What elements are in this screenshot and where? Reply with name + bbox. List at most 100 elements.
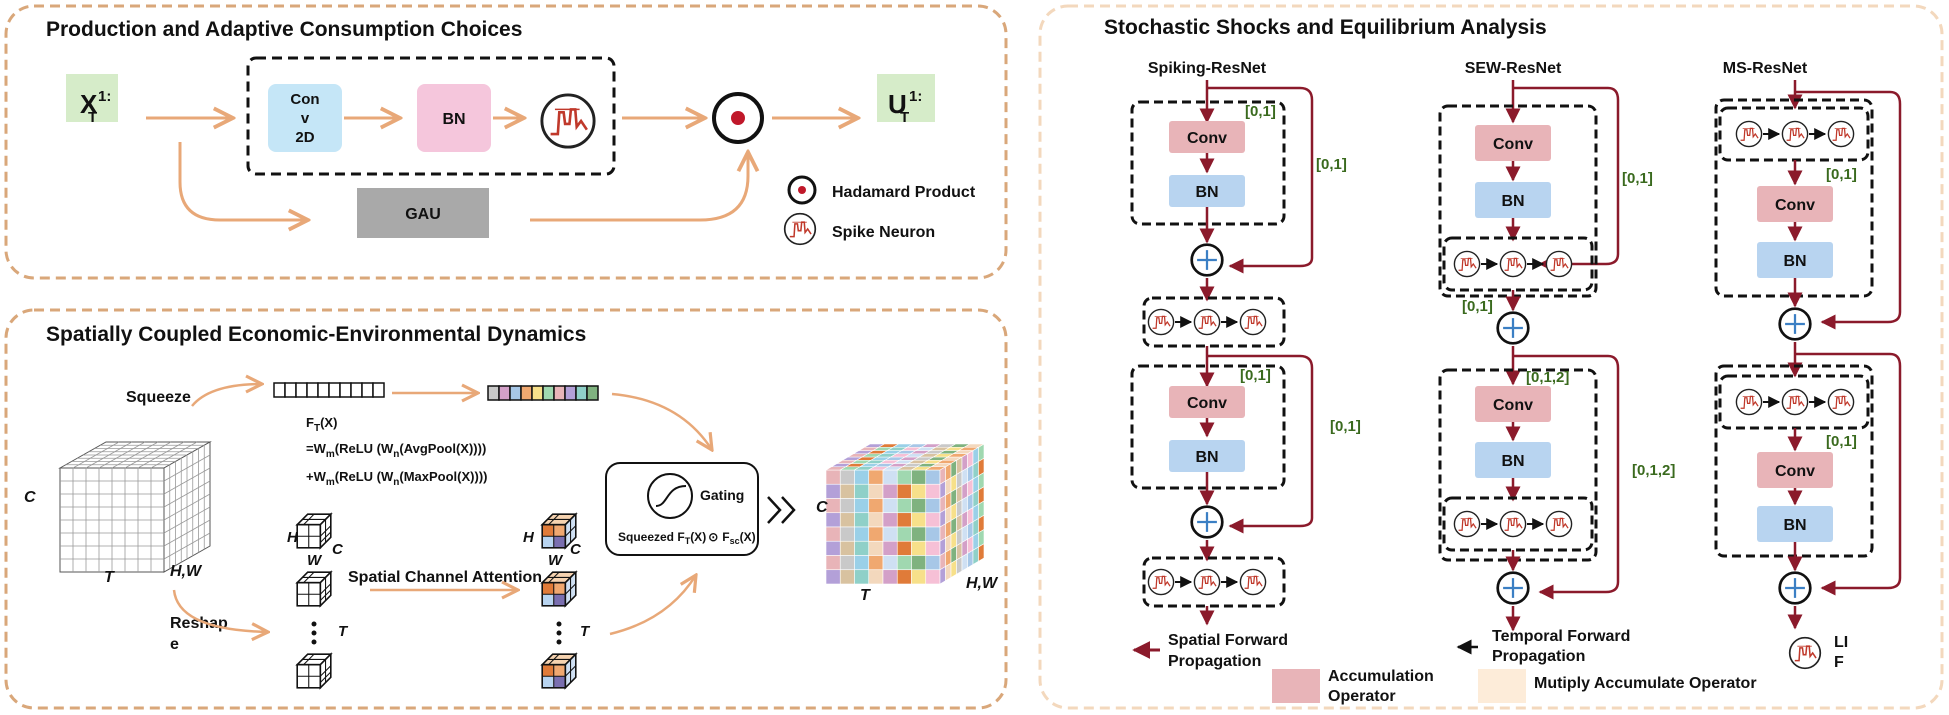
svg-text:+Wm(ReLU (Wn(MaxPool(X)))): +Wm(ReLU (Wn(MaxPool(X)))) bbox=[306, 469, 488, 488]
ellipsis-dots-left bbox=[311, 621, 317, 645]
ms-lif-1-neuron bbox=[1735, 120, 1763, 148]
range-label: [0,1] bbox=[1826, 433, 1857, 450]
vector-cell bbox=[531, 385, 544, 401]
range-label: [0,1] bbox=[1462, 298, 1493, 315]
sew-lif-1-neuron bbox=[1453, 250, 1481, 278]
vector-cell bbox=[361, 382, 374, 398]
ft-formula: FT(X) =Wm(ReLU (Wn(AvgPool(X)))) +Wm(ReL… bbox=[306, 415, 488, 488]
accumulation-swatch bbox=[1272, 669, 1320, 703]
spiking-resnet-heading: Spiking-ResNet bbox=[1148, 60, 1267, 77]
vector-cell bbox=[553, 385, 566, 401]
reshape-cube-1 bbox=[296, 513, 332, 549]
sew-lif-2-neuron bbox=[1545, 510, 1573, 538]
temporal-forward-line-2: Propagation bbox=[1492, 648, 1585, 665]
sew-lif-1-neuron bbox=[1545, 250, 1573, 278]
spiking-add-1 bbox=[1190, 243, 1224, 277]
ms-lif-1-neuron bbox=[1781, 120, 1809, 148]
vector-cell bbox=[306, 382, 319, 398]
range-label: [0,1] bbox=[1316, 156, 1347, 173]
ms-lif-2-neuron bbox=[1735, 388, 1763, 416]
reshape-line-2: e bbox=[170, 636, 179, 653]
gating-box: Gating Squeezed FT(X)⊙Fsc(X) bbox=[605, 462, 759, 556]
spiking-bn-1 bbox=[1169, 175, 1245, 207]
sew-block-1 bbox=[1438, 104, 1598, 298]
gau-label: GAU bbox=[405, 206, 441, 223]
range-label: [0,1] bbox=[1330, 418, 1361, 435]
output-u-sup: 1: bbox=[909, 88, 922, 105]
output-u-box: U 1: T bbox=[877, 74, 935, 126]
squeeze-label: Squeeze bbox=[126, 389, 191, 406]
vector-cell bbox=[542, 385, 555, 401]
vector-cell bbox=[350, 382, 363, 398]
gau-box: GAU bbox=[357, 188, 489, 238]
output-u-sub: T bbox=[900, 109, 909, 126]
temporal-forward-line-1: Temporal Forward bbox=[1492, 628, 1630, 645]
spiking-lif-2-neuron bbox=[1239, 568, 1267, 596]
ms-lif-2-neuron bbox=[1827, 388, 1855, 416]
bn-top-label: BN bbox=[442, 111, 465, 128]
spiking-conv-1 bbox=[1169, 121, 1245, 153]
conv2d-box: Con v 2D bbox=[268, 84, 342, 152]
range-label: [0,1] bbox=[1826, 166, 1857, 183]
sew-lif-2-neuron bbox=[1499, 510, 1527, 538]
mac-swatch bbox=[1478, 669, 1526, 703]
vector-cell bbox=[339, 382, 352, 398]
panel-b-border bbox=[4, 308, 1008, 710]
attention-cube-3 bbox=[541, 653, 577, 689]
spatial-forward-line-2: Propagation bbox=[1168, 653, 1261, 670]
ms-bn-1-label: BN bbox=[1783, 253, 1806, 270]
ellipsis-dots-right bbox=[556, 621, 562, 645]
spiking-lif-1-neuron bbox=[1147, 308, 1175, 336]
legend-lif: LI F bbox=[1788, 634, 1848, 671]
vector-cell bbox=[295, 382, 308, 398]
ms-conv-1 bbox=[1757, 186, 1833, 222]
sew-add-1 bbox=[1496, 311, 1530, 345]
vector-cell bbox=[520, 385, 533, 401]
legend-spike-icon bbox=[783, 212, 817, 246]
attn-cube-t-label: T bbox=[580, 623, 591, 640]
sew-bn-2 bbox=[1475, 442, 1551, 478]
panel-c-border bbox=[1038, 4, 1944, 710]
conv2d-line-1: Con bbox=[290, 91, 319, 108]
spatial-forward-line-1: Spatial Forward bbox=[1168, 632, 1288, 649]
spike-neuron-icon bbox=[540, 93, 596, 149]
spiking-conv-2-label: Conv bbox=[1187, 395, 1227, 412]
sew-bn-1 bbox=[1475, 182, 1551, 218]
spiking-block-1 bbox=[1130, 100, 1286, 226]
cube-hw-label: H,W bbox=[170, 563, 203, 580]
range-label: [0,1,2] bbox=[1632, 462, 1675, 479]
vector-cell bbox=[586, 385, 599, 401]
input-grid-cube bbox=[58, 441, 212, 573]
out-cube-hw-label: H,W bbox=[966, 575, 999, 592]
vector-cell bbox=[509, 385, 522, 401]
small-cube-c-label: C bbox=[332, 541, 344, 558]
sew-lif-1-neuron bbox=[1499, 250, 1527, 278]
bn-box-top: BN bbox=[417, 84, 491, 152]
svg-text:FT(X): FT(X) bbox=[306, 415, 337, 434]
panel-a-border bbox=[4, 4, 1008, 280]
range-label: [0,1] bbox=[1622, 170, 1653, 187]
panel-b-arrows bbox=[172, 384, 712, 634]
sew-resnet-heading: SEW-ResNet bbox=[1465, 60, 1562, 77]
input-x-label: X bbox=[80, 89, 98, 119]
panel-a-arrows bbox=[146, 118, 858, 220]
squeezed-label: Squeezed FT(X)⊙Fsc(X) bbox=[618, 530, 756, 546]
cube-c-label: C bbox=[24, 489, 36, 506]
spiking-lif-1-neuron bbox=[1239, 308, 1267, 336]
sew-bn-2-label: BN bbox=[1501, 453, 1524, 470]
vector-cell bbox=[575, 385, 588, 401]
input-x-sup: 1: bbox=[98, 88, 111, 105]
legend-hadamard-label: Hadamard Product bbox=[832, 184, 976, 201]
vector-cell bbox=[372, 382, 385, 398]
spiking-lif-row-2 bbox=[1142, 556, 1286, 608]
ms-add-1 bbox=[1778, 307, 1812, 341]
sew-bn-1-label: BN bbox=[1501, 193, 1524, 210]
panel-c-blocks: [0,1]ConvBN[0,1][0,1]ConvBN[0,1]ConvBN[0… bbox=[1130, 80, 1902, 632]
reshape-line-1: Reshap bbox=[170, 615, 228, 632]
vector-cell bbox=[487, 385, 500, 401]
legend-spike: Spike Neuron bbox=[783, 212, 935, 246]
range-label: [0,1] bbox=[1245, 103, 1276, 120]
mac-label: Mutiply Accumulate Operator bbox=[1534, 675, 1757, 692]
sew-lif-2-neuron bbox=[1453, 510, 1481, 538]
